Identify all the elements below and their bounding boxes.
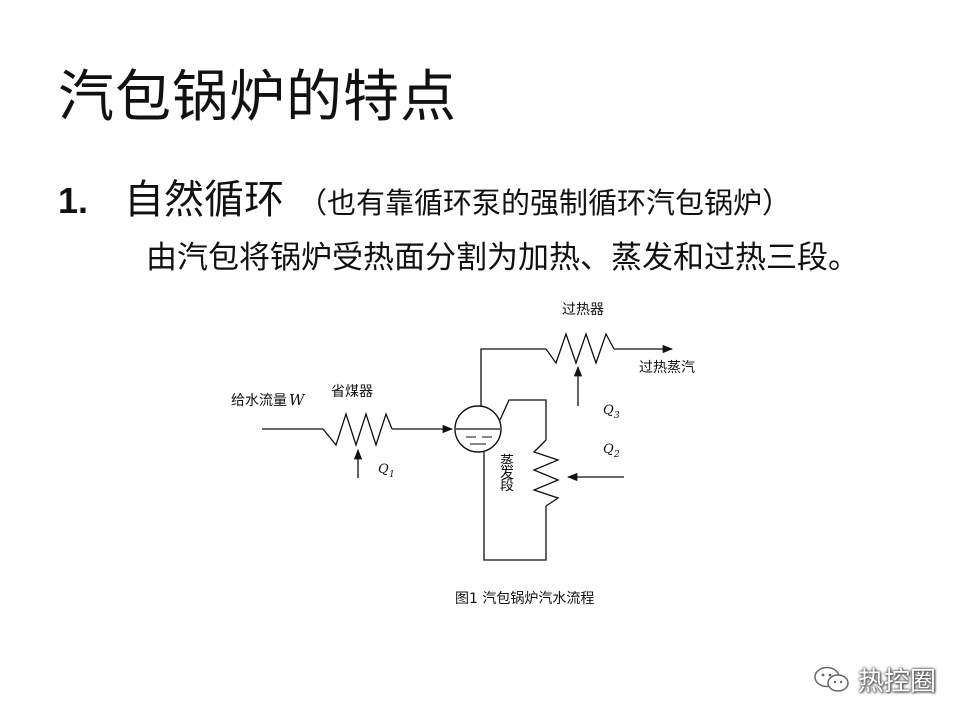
riser-line — [499, 399, 547, 440]
point-1: 1. 自然循环 （也有靠循环泵的强制循环汽包锅炉） — [58, 167, 791, 225]
point-number: 1. — [58, 180, 89, 221]
superheater-label: 过热器 — [562, 302, 604, 318]
q1-label: Q — [378, 462, 389, 477]
evaporation-coil — [532, 439, 560, 507]
q2-subscript: 2 — [613, 450, 620, 460]
evaporation-label-2: 发 — [500, 466, 514, 482]
superheated-steam-label: 过热蒸汽 — [639, 360, 695, 376]
point-note: （也有靠循环泵的强制循环汽包锅炉） — [298, 186, 792, 220]
superheater-coil — [545, 332, 615, 365]
figure-caption: 图1 汽包锅炉汽水流程 — [455, 591, 594, 607]
point-heading: 自然循环 — [124, 177, 284, 223]
watermark: 热控圈 — [812, 661, 936, 698]
economizer-coil — [322, 411, 393, 448]
feedwater-symbol: W — [289, 391, 306, 409]
drum-to-superheater-line — [480, 348, 546, 406]
q3-label: Q — [603, 403, 614, 418]
wechat-icon — [814, 666, 849, 692]
economizer-label: 省煤器 — [331, 384, 373, 400]
downcomer-line — [483, 452, 547, 561]
q1-subscript: 1 — [389, 470, 395, 480]
evaporation-label-1: 蒸 — [500, 454, 514, 470]
watermark-text: 热控圈 — [858, 667, 937, 697]
q3-subscript: 3 — [614, 411, 620, 421]
sub-line: 由汽包将锅炉受热面分割为加热、蒸发和过热三段。 — [146, 240, 859, 276]
evaporation-label-3: 段 — [500, 478, 514, 494]
feedwater-label: 给水流量 — [231, 393, 287, 409]
q2-label: Q — [603, 442, 614, 457]
slide-title: 汽包锅炉的特点 — [58, 65, 457, 130]
